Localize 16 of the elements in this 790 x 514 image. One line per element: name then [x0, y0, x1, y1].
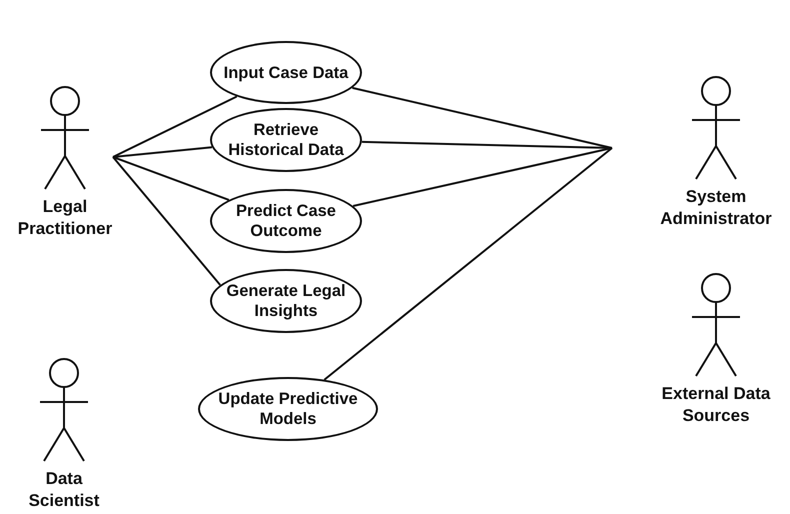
- use-case-label: Retrieve Historical Data: [227, 120, 345, 160]
- actor-name: Legal Practitioner: [16, 196, 114, 240]
- use-case-label: Input Case Data: [224, 62, 348, 82]
- association-line: [362, 140, 612, 149]
- association-line: [352, 147, 612, 207]
- use-case-label: Predict Case Outcome: [235, 201, 337, 241]
- association-line: [112, 156, 230, 201]
- association-line: [112, 156, 221, 286]
- association-line: [352, 86, 612, 149]
- actor-name: External Data Sources: [660, 383, 772, 427]
- use-case-label: Generate Legal Insights: [225, 281, 347, 321]
- actor-name: System Administrator: [659, 186, 773, 230]
- association-line: [112, 146, 212, 158]
- association-line: [112, 96, 238, 158]
- actor-name: Data Scientist: [28, 468, 100, 512]
- use-case-label: Update Predictive Models: [217, 389, 359, 429]
